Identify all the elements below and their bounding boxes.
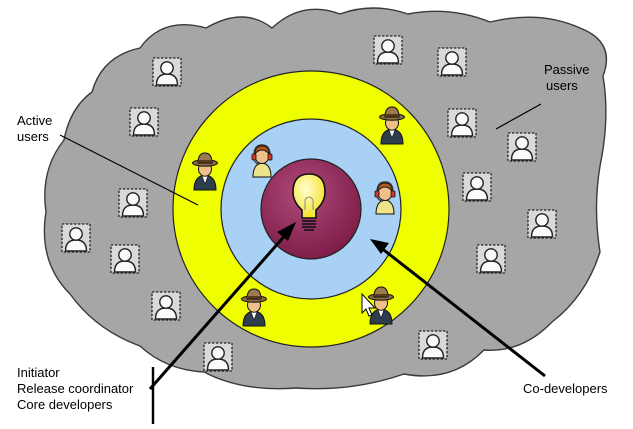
passive-user-icon (152, 57, 182, 87)
passive-user-icon (373, 35, 403, 65)
passive-user-icon (418, 330, 448, 360)
passive-user-icon (437, 47, 467, 77)
passive-user-icon (118, 188, 148, 218)
core-developers-arrowhead (277, 222, 296, 241)
core-developers-label: Initiator Release coordinator Core devel… (17, 365, 133, 413)
label-line: Passive (544, 62, 590, 77)
label-line: Core developers (17, 397, 113, 412)
active-users-pointer (59, 134, 199, 206)
passive-user-icon (527, 209, 557, 239)
passive-user-icon (462, 172, 492, 202)
label-line: users (546, 78, 578, 93)
label-line: users (17, 129, 49, 144)
passive-user-icon (203, 342, 233, 372)
passive-user-icon (507, 132, 537, 162)
passive-user-icon (151, 291, 181, 321)
codevelopers-label: Co-developers (523, 381, 608, 396)
label-line: Active (17, 113, 53, 128)
passive-users-label: Passive users (544, 62, 590, 94)
active-users-label: Active users (17, 113, 52, 145)
label-line: Release coordinator (17, 381, 134, 396)
passive-user-icon (61, 223, 91, 253)
passive-users-pointer (495, 103, 542, 130)
core-developers-arrow (148, 231, 290, 390)
codevelopers-arrowhead (370, 239, 389, 254)
label-line: Initiator (17, 365, 60, 380)
lightbulb-icon (292, 173, 326, 231)
passive-user-icon (110, 244, 140, 274)
passive-user-icon (447, 108, 477, 138)
codevelopers-arrow (379, 245, 546, 378)
mouse-cursor-icon (361, 292, 377, 317)
passive-user-icon (476, 244, 506, 274)
passive-user-icon (129, 107, 159, 137)
